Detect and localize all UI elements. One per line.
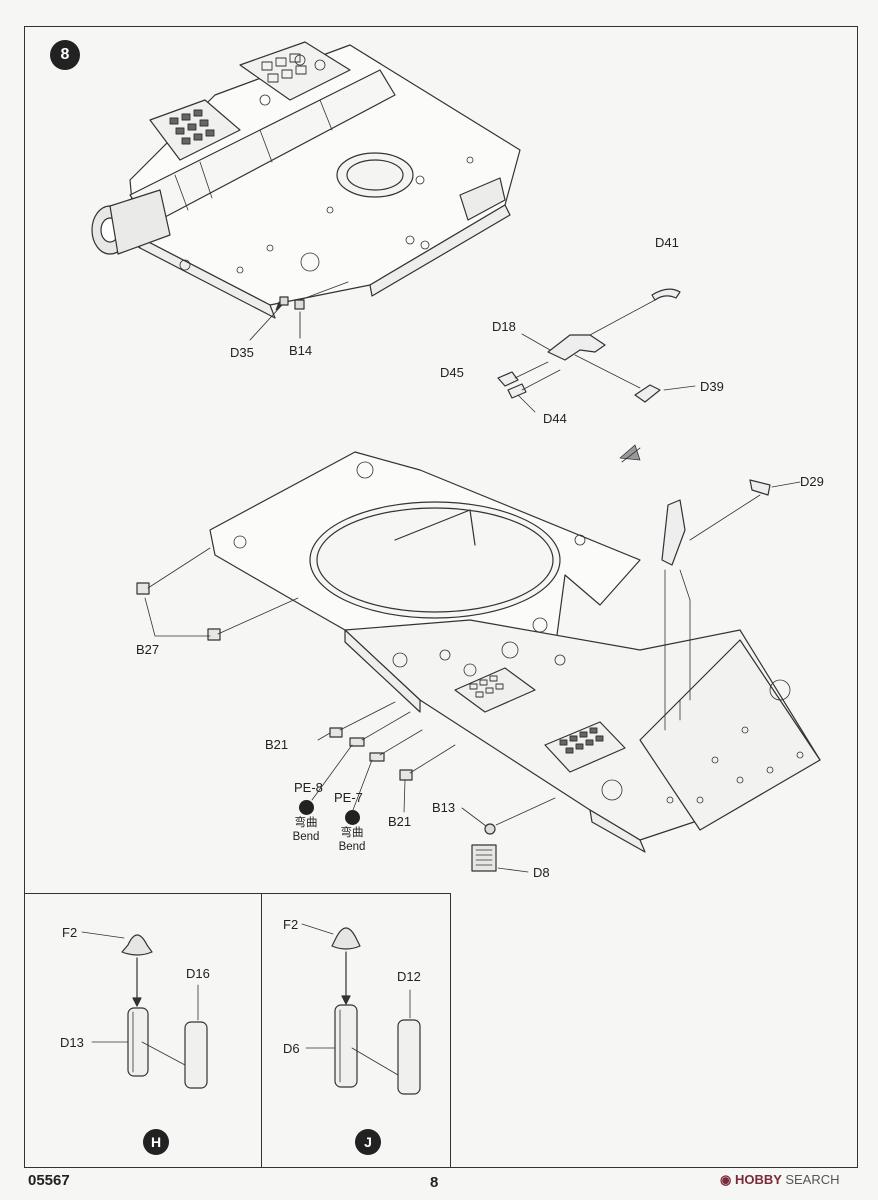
callout-d44: D44 bbox=[543, 411, 567, 426]
callout-d35: D35 bbox=[230, 345, 254, 360]
step-number-badge: 8 bbox=[50, 40, 80, 70]
sub-assembly-h-drawing bbox=[81, 931, 208, 1089]
bend-label-en: Bend bbox=[338, 841, 366, 853]
kit-number: 05567 bbox=[28, 1172, 70, 1189]
callout-b21-right: B21 bbox=[388, 814, 412, 829]
callout-j-d12: D12 bbox=[397, 969, 421, 984]
sub-assembly-j-box bbox=[261, 893, 451, 1168]
callout-d39: D39 bbox=[700, 379, 724, 394]
upper-hull-drawing bbox=[91, 41, 521, 341]
sub-h-marker-badge: H bbox=[143, 1129, 169, 1155]
bend-label-zh: 弯曲 bbox=[340, 827, 364, 839]
callout-b13: B13 bbox=[432, 800, 456, 815]
page-number: 8 bbox=[430, 1174, 439, 1191]
callout-d29: D29 bbox=[800, 474, 824, 489]
callout-j-d6: D6 bbox=[283, 1041, 300, 1056]
sub-assembly-j-drawing bbox=[301, 923, 421, 1095]
sub-j-marker-badge: J bbox=[355, 1129, 381, 1155]
callout-d18: D18 bbox=[492, 319, 516, 334]
callout-h-d13: D13 bbox=[60, 1035, 84, 1050]
watermark-logo-icon: ◉ bbox=[720, 1172, 732, 1187]
callout-j-f2: F2 bbox=[283, 917, 299, 932]
bend-note-pe7: 弯曲 Bend bbox=[322, 808, 382, 854]
bend-icon bbox=[344, 810, 360, 825]
bend-label-en: Bend bbox=[292, 831, 320, 843]
orientation-arrow bbox=[619, 444, 641, 463]
sub-assembly-h-box bbox=[24, 893, 262, 1168]
callout-pe8: PE-8 bbox=[294, 780, 323, 795]
callout-b14: B14 bbox=[289, 343, 313, 358]
lower-hull-drawing bbox=[136, 451, 821, 873]
callout-b27: B27 bbox=[136, 642, 160, 657]
callout-h-f2: F2 bbox=[62, 925, 78, 940]
bracket-parts-drawing bbox=[497, 288, 696, 413]
callout-d45: D45 bbox=[440, 365, 464, 380]
callout-pe7: PE-7 bbox=[334, 790, 363, 805]
watermark: ◉ HOBBY SEARCH bbox=[720, 1172, 840, 1188]
callout-h-d16: D16 bbox=[186, 966, 210, 981]
callout-b21-left: B21 bbox=[265, 737, 289, 752]
bend-icon bbox=[298, 800, 314, 815]
watermark-suffix: SEARCH bbox=[785, 1172, 840, 1187]
callout-d41: D41 bbox=[655, 235, 679, 250]
watermark-brand: HOBBY bbox=[734, 1172, 782, 1187]
callout-d8: D8 bbox=[533, 865, 550, 880]
bend-label-zh: 弯曲 bbox=[294, 817, 318, 829]
bend-note-pe8: 弯曲 Bend bbox=[276, 798, 336, 844]
